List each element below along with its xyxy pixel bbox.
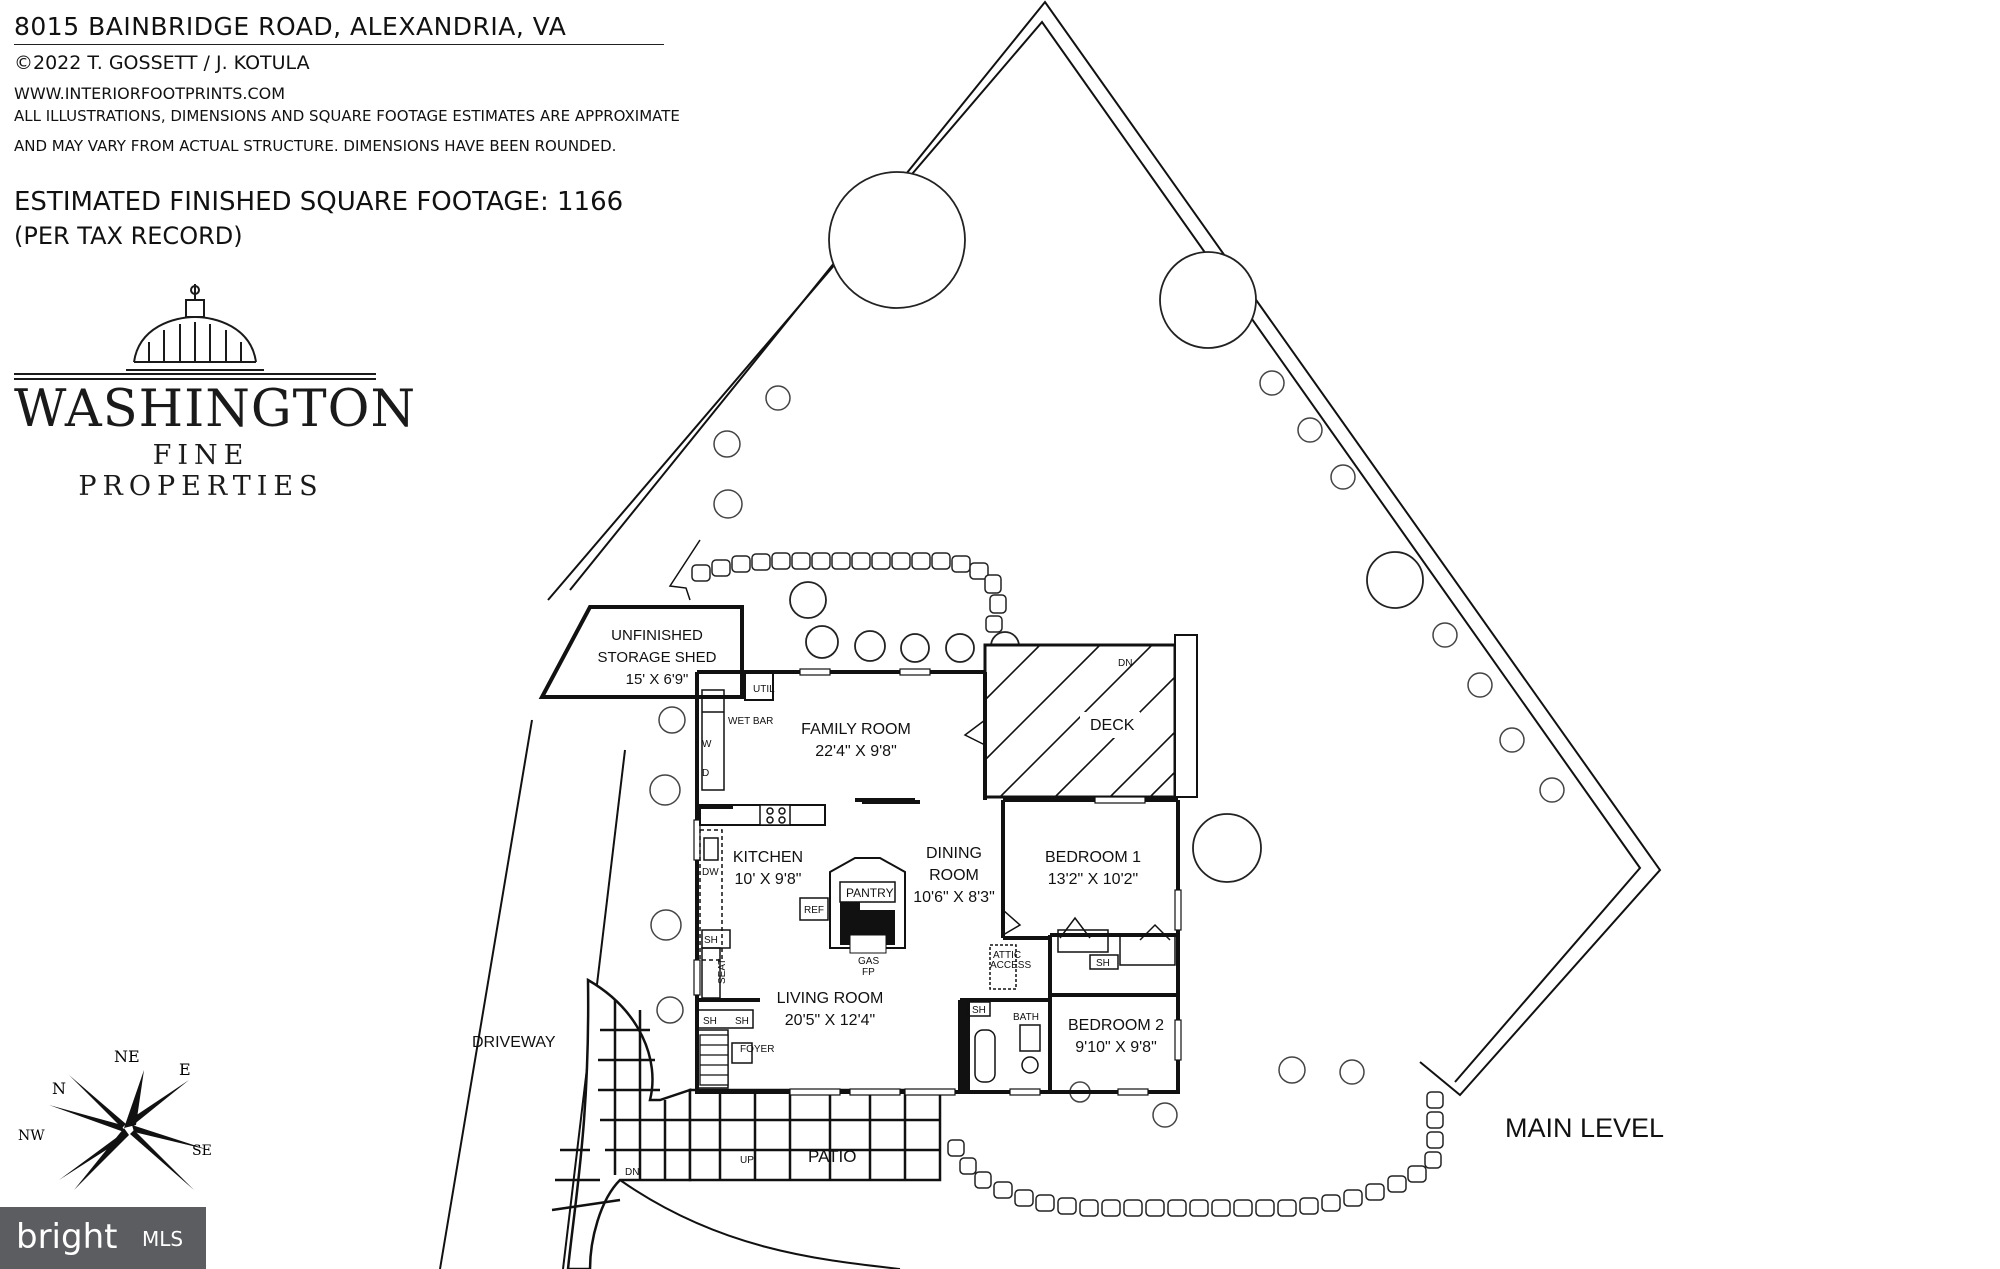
property-address: 8015 BAINBRIDGE ROAD, ALEXANDRIA, VA bbox=[14, 12, 567, 41]
bedroom1-label: BEDROOM 1 bbox=[1045, 849, 1141, 866]
dining-dim: 10'6" X 8'3" bbox=[913, 889, 995, 906]
patio-label: PATIO bbox=[808, 1147, 857, 1166]
pantry-label: PANTRY bbox=[846, 886, 894, 900]
patio-edge bbox=[619, 1179, 901, 1269]
fixture-labels: W D DW SH SH SH SH SH SEAT ATTIC ACCESS … bbox=[625, 739, 1110, 1178]
foyer-stairs bbox=[699, 1034, 729, 1086]
fireplace-pantry: PANTRY GAS FP REF bbox=[799, 857, 906, 978]
disclaimer-line-1: ALL ILLUSTRATIONS, DIMENSIONS AND SQUARE… bbox=[14, 107, 680, 125]
patio-paving bbox=[551, 977, 942, 1269]
dining-label-1: DINING bbox=[926, 845, 982, 862]
compass-ne: NE bbox=[114, 1047, 140, 1066]
compass-n: N bbox=[52, 1079, 66, 1098]
room-labels: UTIL WET BAR FAMILY ROOM 22'4" X 9'8" KI… bbox=[472, 684, 1664, 1166]
family-room-dim: 22'4" X 9'8" bbox=[815, 743, 897, 760]
compass-se: SE bbox=[192, 1143, 212, 1159]
deck-label: DECK bbox=[1090, 717, 1135, 734]
kitchen-label: KITCHEN bbox=[733, 849, 803, 866]
address-rule bbox=[14, 44, 664, 45]
bright-logo-text: bright bbox=[16, 1217, 118, 1257]
deck-dn: DN bbox=[1118, 658, 1132, 669]
shrubs bbox=[649, 370, 1565, 1128]
bedroom2-label: BEDROOM 2 bbox=[1068, 1017, 1164, 1034]
bright-mls-watermark bbox=[0, 1207, 206, 1269]
kitchen-dim: 10' X 9'8" bbox=[735, 871, 802, 888]
dryer-label: D bbox=[702, 768, 709, 779]
ref-label: REF bbox=[804, 905, 824, 916]
bedroom2-dim: 9'10" X 9'8" bbox=[1075, 1039, 1157, 1056]
patio-up-label: UP bbox=[740, 1155, 754, 1166]
driveway-label: DRIVEWAY bbox=[472, 1034, 556, 1051]
lot-boundary bbox=[547, 0, 1662, 1097]
copyright-line: ©2022 T. GOSSETT / J. KOTULA bbox=[14, 52, 310, 74]
attic-label-2: ACCESS bbox=[990, 960, 1031, 971]
main-level-label: MAIN LEVEL bbox=[1505, 1113, 1664, 1143]
dining-label-2: ROOM bbox=[929, 867, 979, 884]
gas-label: GAS bbox=[858, 956, 879, 967]
compass-e: E bbox=[179, 1060, 191, 1079]
sh-label-2: SH bbox=[703, 1016, 717, 1027]
shed-dimensions: 15' X 6'9" bbox=[626, 671, 689, 688]
sh-label-4: SH bbox=[972, 1005, 986, 1016]
washer-label: W bbox=[702, 739, 712, 750]
logo-wordmark: WASHINGTON bbox=[14, 380, 417, 439]
compass-rose-icon: NE E SE N NW S W bbox=[18, 1047, 212, 1220]
bath-label: BATH bbox=[1013, 1012, 1039, 1023]
util-label: UTIL bbox=[753, 684, 775, 695]
sh-label-3: SH bbox=[735, 1016, 749, 1027]
stone-border bbox=[691, 552, 1444, 1217]
living-room-label: LIVING ROOM bbox=[777, 990, 884, 1007]
compass-nw: NW bbox=[18, 1128, 45, 1144]
disclaimer-line-2: AND MAY VARY FROM ACTUAL STRUCTURE. DIME… bbox=[14, 137, 617, 155]
interior-details bbox=[668, 539, 1176, 1089]
seat-label: SEAT bbox=[717, 959, 728, 984]
sh-label-1: SH bbox=[704, 935, 718, 946]
trees bbox=[789, 171, 1424, 883]
bedroom1-dim: 13'2" X 10'2" bbox=[1048, 871, 1138, 888]
wet-bar-label: WET BAR bbox=[728, 716, 773, 727]
tax-record-note: (PER TAX RECORD) bbox=[14, 222, 243, 250]
patio-dn-label: DN bbox=[625, 1167, 639, 1178]
foyer-label: FOYER bbox=[740, 1044, 774, 1055]
family-room-label: FAMILY ROOM bbox=[801, 721, 911, 738]
deck: DECK DN bbox=[983, 634, 1198, 799]
capitol-dome-icon bbox=[14, 284, 376, 380]
shed-label-1: UNFINISHED bbox=[611, 627, 703, 644]
dishwasher-label: DW bbox=[702, 867, 719, 878]
attic-label-1: ATTIC bbox=[993, 950, 1021, 961]
logo-subtitle: FINE PROPERTIES bbox=[78, 440, 324, 502]
shed-label-2: STORAGE SHED bbox=[598, 649, 717, 666]
mls-logo-text: MLS bbox=[142, 1227, 184, 1251]
fp-label: FP bbox=[862, 967, 875, 978]
bath-wall bbox=[960, 1000, 970, 1090]
square-footage: ESTIMATED FINISHED SQUARE FOOTAGE: 1166 bbox=[14, 187, 624, 217]
website-line: WWW.INTERIORFOOTPRINTS.COM bbox=[14, 84, 286, 103]
sh-label-5: SH bbox=[1096, 958, 1110, 969]
storage-shed: UNFINISHED STORAGE SHED 15' X 6'9" bbox=[538, 605, 744, 699]
windows bbox=[693, 668, 1182, 1096]
living-room-dim: 20'5" X 12'4" bbox=[785, 1012, 875, 1029]
